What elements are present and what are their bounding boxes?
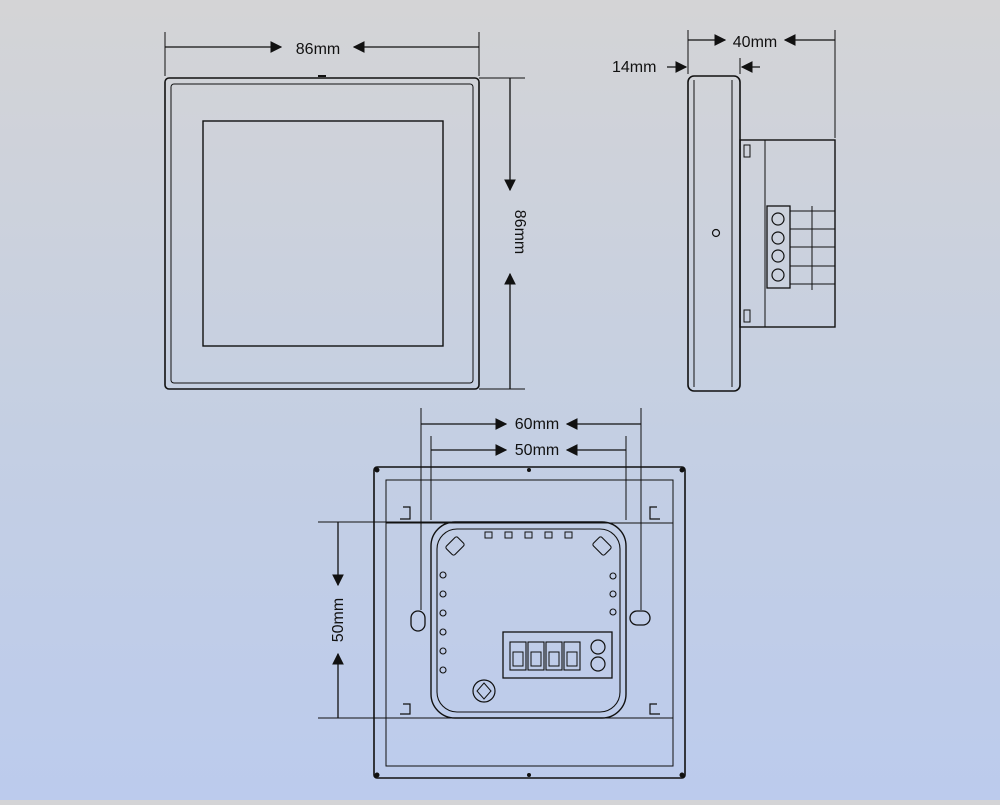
- side-face-depth-label: 14mm: [612, 59, 656, 76]
- front-width-label: 86mm: [296, 41, 340, 58]
- side-back-housing: [739, 139, 836, 328]
- side-terminal-block: [766, 205, 835, 290]
- back-terminal-block: [502, 631, 613, 679]
- back-outer-spacing-label: 60mm: [515, 416, 559, 433]
- back-inner-spacing-label: 50mm: [515, 442, 559, 459]
- front-height-label: 86mm: [511, 210, 528, 254]
- front-height-dimension: 86mm: [479, 77, 528, 390]
- back-left-tabs: [439, 571, 447, 674]
- back-vertical-spacing-label: 50mm: [330, 598, 347, 642]
- left-mounting-slot: [410, 610, 426, 632]
- back-outer-spacing-dimension: 60mm: [420, 408, 642, 610]
- side-depth-dimension: 40mm: [687, 30, 836, 138]
- back-view: 60mm 50mm 50mm: [318, 408, 686, 779]
- right-mounting-slot: [629, 610, 651, 626]
- back-adjustment-screw: [472, 679, 496, 703]
- back-outer-frame: [373, 466, 686, 779]
- front-view: 86mm 86mm: [164, 32, 528, 390]
- side-depth-label: 40mm: [733, 34, 777, 51]
- front-inner-bezel: [170, 83, 474, 384]
- side-face-depth-dimension: 14mm: [612, 58, 760, 76]
- back-box-outer: [430, 521, 627, 719]
- side-view: 40mm 14mm: [612, 30, 836, 392]
- front-screen: [202, 120, 444, 347]
- back-box-inner: [436, 528, 621, 713]
- front-width-dimension: 86mm: [164, 32, 480, 76]
- back-inner-frame: [385, 479, 674, 767]
- back-inner-spacing-dimension: 50mm: [430, 436, 627, 520]
- back-right-tabs: [609, 572, 617, 616]
- back-vertical-spacing-dimension: 50mm: [318, 521, 474, 719]
- front-outer-frame: [164, 77, 480, 390]
- side-center-marker: [711, 228, 721, 238]
- back-top-tabs: [484, 531, 573, 539]
